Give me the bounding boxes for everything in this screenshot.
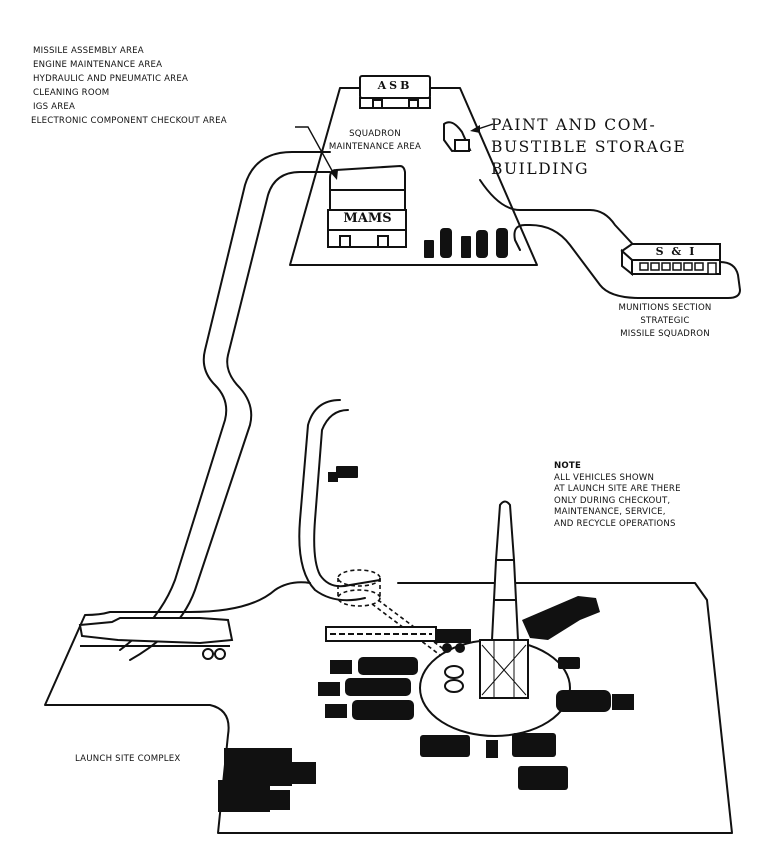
- area-item: IGS AREA: [33, 102, 76, 112]
- si-building: [620, 243, 721, 277]
- area-item: ELECTRONIC COMPONENT CHECKOUT AREA: [31, 116, 227, 126]
- squadron-label-line: SQUADRON: [349, 129, 401, 139]
- paint-label-line: BUILDING: [491, 160, 590, 178]
- paint-storage-label: PAINT AND COM- BUSTIBLE STORAGE BUILDING: [491, 114, 686, 180]
- leader-electronic: [295, 126, 336, 177]
- launch-tower: [479, 639, 529, 699]
- area-item: HYDRAULIC AND PNEUMATIC AREA: [33, 74, 189, 84]
- munitions-label-line: MISSILE SQUADRON: [620, 329, 710, 339]
- asb-label: ASB: [377, 79, 413, 92]
- side-road: [313, 409, 381, 588]
- area-item: CLEANING ROOM: [33, 88, 110, 98]
- munitions-label-line: STRATEGIC: [640, 316, 690, 326]
- mams-building: [327, 164, 407, 248]
- note-line: AND RECYCLE OPERATIONS: [554, 518, 676, 529]
- munitions-label-line: MUNITIONS SECTION: [618, 303, 712, 313]
- launch-site-outline: [44, 581, 733, 834]
- road-truck: [328, 466, 358, 482]
- leader-mams-arrowhead: [330, 170, 338, 180]
- tanker-trucks-left: [318, 657, 418, 720]
- munitions-label: MUNITIONS SECTION STRATEGIC MISSILE SQUA…: [590, 302, 740, 341]
- note-line: ALL VEHICLES SHOWN: [554, 472, 655, 483]
- area-item: MISSILE ASSEMBLY AREA: [33, 46, 144, 56]
- maintenance-area-list: MISSILE ASSEMBLY AREA ENGINE MAINTENANCE…: [31, 44, 227, 128]
- squadron-label-line: MAINTENANCE AREA: [328, 142, 422, 152]
- area-item: ENGINE MAINTENANCE AREA: [33, 60, 163, 70]
- dotted-tank-bottom: [337, 589, 381, 607]
- missile: [490, 500, 520, 641]
- road-to-munitions: [479, 179, 741, 299]
- note-block: NOTE ALL VEHICLES SHOWN AT LAUNCH SITE A…: [554, 461, 681, 530]
- leader-paint-arrowhead: [470, 125, 480, 133]
- leader-paint: [477, 123, 494, 130]
- side-road-inner: [298, 399, 366, 602]
- note-line: AT LAUNCH SITE ARE THERE: [554, 484, 681, 494]
- launch-site-label: LAUNCH SITE COMPLEX: [75, 754, 181, 764]
- erector-trailer: [325, 626, 471, 653]
- maintenance-vehicles: [424, 228, 508, 258]
- si-label: S & I: [655, 245, 697, 258]
- note-heading: NOTE: [554, 461, 582, 471]
- mams-label: MAMS: [343, 211, 392, 226]
- box-trucks: [218, 748, 316, 812]
- access-road-outer: [119, 151, 331, 651]
- squadron-maintenance-label: SQUADRON MAINTENANCE AREA: [325, 128, 425, 154]
- pad-oval-2: [444, 679, 464, 693]
- paint-storage-hut: [443, 121, 472, 153]
- paint-label-line: BUSTIBLE STORAGE: [491, 138, 687, 156]
- note-line: ONLY DURING CHECKOUT,: [554, 495, 671, 506]
- launch-vehicles-right: [420, 596, 634, 790]
- note-line: MAINTENANCE, SERVICE,: [554, 507, 666, 517]
- pad-oval-1: [444, 665, 464, 679]
- cable-line-2: [377, 599, 447, 652]
- missile-transporter: [78, 617, 234, 660]
- paint-label-line: PAINT AND COM-: [491, 116, 657, 134]
- asb-building: [359, 75, 431, 109]
